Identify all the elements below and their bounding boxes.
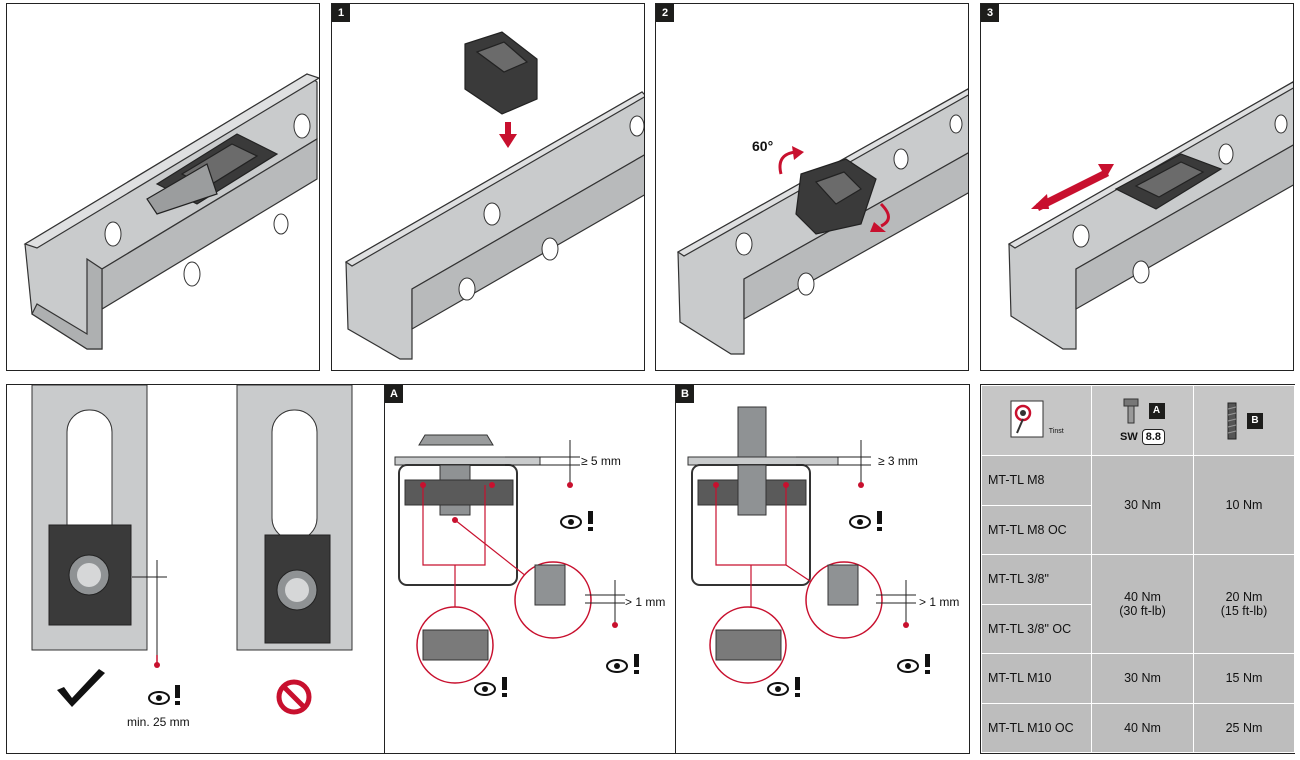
step-badge: 1: [332, 4, 350, 22]
bolt-detail-a: [394, 434, 639, 697]
step-panel-overview: [6, 3, 320, 371]
column-a-badge: A: [1148, 402, 1165, 419]
product-name: MT-TL 3/8": [981, 554, 1092, 605]
clip-nut-icon: [464, 31, 538, 115]
product-name: MT-TL M10: [981, 653, 1092, 704]
sw-label: SW: [1119, 430, 1138, 443]
table-row: MT-TL M10 30 Nm 15 Nm: [981, 653, 1295, 704]
table-header-row: Tinst A SW 8.8: [981, 385, 1295, 456]
torque-b-cell: 15 Nm: [1193, 653, 1295, 704]
head-gap-label-b: ≥ 3 mm: [878, 454, 918, 468]
threaded-rod-icon: [1227, 402, 1237, 439]
rail-with-clip-illustration: [23, 73, 319, 350]
clip-spacing-illustration: [31, 385, 353, 715]
table-row: MT-TL M10 OC 40 Nm 25 Nm: [981, 702, 1295, 753]
torque-table: Tinst A SW 8.8: [980, 384, 1295, 754]
product-name: MT-TL M8 OC: [981, 504, 1092, 555]
torque-a-cell: 30 Nm: [1091, 653, 1194, 704]
step-badge: 3: [981, 4, 999, 22]
slide-clip-illustration: [1007, 81, 1293, 350]
detail-a-panel: A: [384, 384, 676, 754]
step-badge: 2: [656, 4, 674, 22]
torque-b-cell: 20 Nm(15 ft-lb): [1193, 554, 1295, 654]
clip-spacing-panel: min. 25 mm: [6, 384, 385, 754]
torque-a-cell: 40 Nm: [1091, 702, 1194, 753]
column-b-badge: B: [1247, 412, 1263, 429]
detail-badge-b: B: [676, 385, 694, 403]
detail-b-panel: B: [675, 384, 970, 754]
torque-wrench-header: Tinst: [981, 385, 1092, 456]
eye-check-icon: [897, 654, 930, 674]
insert-clip-illustration: [344, 31, 644, 360]
rotate-arrow-icon: [778, 150, 890, 228]
rotation-angle-label: 60°: [752, 138, 774, 154]
step-panel-3: 3: [980, 3, 1294, 371]
clip-nut-icon: [1114, 153, 1223, 210]
eye-check-icon: [560, 511, 593, 531]
check-mark-icon: [57, 669, 105, 707]
product-name: MT-TL 3/8" OC: [981, 603, 1092, 654]
detail-badge-a: A: [385, 385, 403, 403]
column-b-header: B: [1193, 385, 1295, 456]
thread-protrusion-label-b: > 1 mm: [919, 595, 960, 609]
min-distance-label: min. 25 mm: [127, 715, 190, 729]
torque-a-cell: 40 Nm(30 ft-lb): [1091, 554, 1194, 654]
table-row: MT-TL M8 OC: [981, 504, 1295, 555]
step-panel-2: 2 60°: [655, 3, 969, 371]
product-name: MT-TL M8: [981, 455, 1092, 506]
torque-wrench-icon: [1010, 400, 1044, 438]
table-row: MT-TL 3/8" 40 Nm(30 ft-lb) 20 Nm(15 ft-l…: [981, 554, 1295, 654]
step-panel-1: 1: [331, 3, 645, 371]
eye-check-icon: [148, 685, 180, 705]
prohibited-icon: [276, 679, 312, 715]
tinst-label: Tinst: [1048, 428, 1064, 435]
head-gap-label-a: ≥ 5 mm: [581, 454, 621, 468]
product-name: MT-TL M10 OC: [981, 702, 1092, 753]
column-a-header: A SW 8.8: [1091, 385, 1194, 456]
rotate-clip-illustration: [676, 88, 968, 355]
table-row: MT-TL 3/8" OC: [981, 603, 1295, 654]
eye-check-icon: [606, 654, 639, 674]
clip-nut-icon: [146, 133, 279, 215]
torque-b-cell: 10 Nm: [1193, 455, 1295, 555]
torque-b-cell: 25 Nm: [1193, 702, 1295, 753]
threaded-rod-detail-b: [687, 406, 930, 697]
grade-hex-badge: 8.8: [1141, 428, 1166, 445]
thread-protrusion-label-a: > 1 mm: [625, 595, 666, 609]
eye-check-icon: [474, 677, 507, 697]
down-arrow-icon: [499, 122, 517, 148]
slide-arrow-icon: [1031, 164, 1114, 211]
clip-nut-icon: [795, 158, 877, 235]
table-row: MT-TL M8 30 Nm 10 Nm: [981, 455, 1295, 555]
eye-check-icon: [849, 511, 882, 531]
bolt-icon: [1123, 398, 1138, 423]
eye-check-icon: [767, 677, 800, 697]
torque-a-cell: 30 Nm: [1091, 455, 1194, 555]
